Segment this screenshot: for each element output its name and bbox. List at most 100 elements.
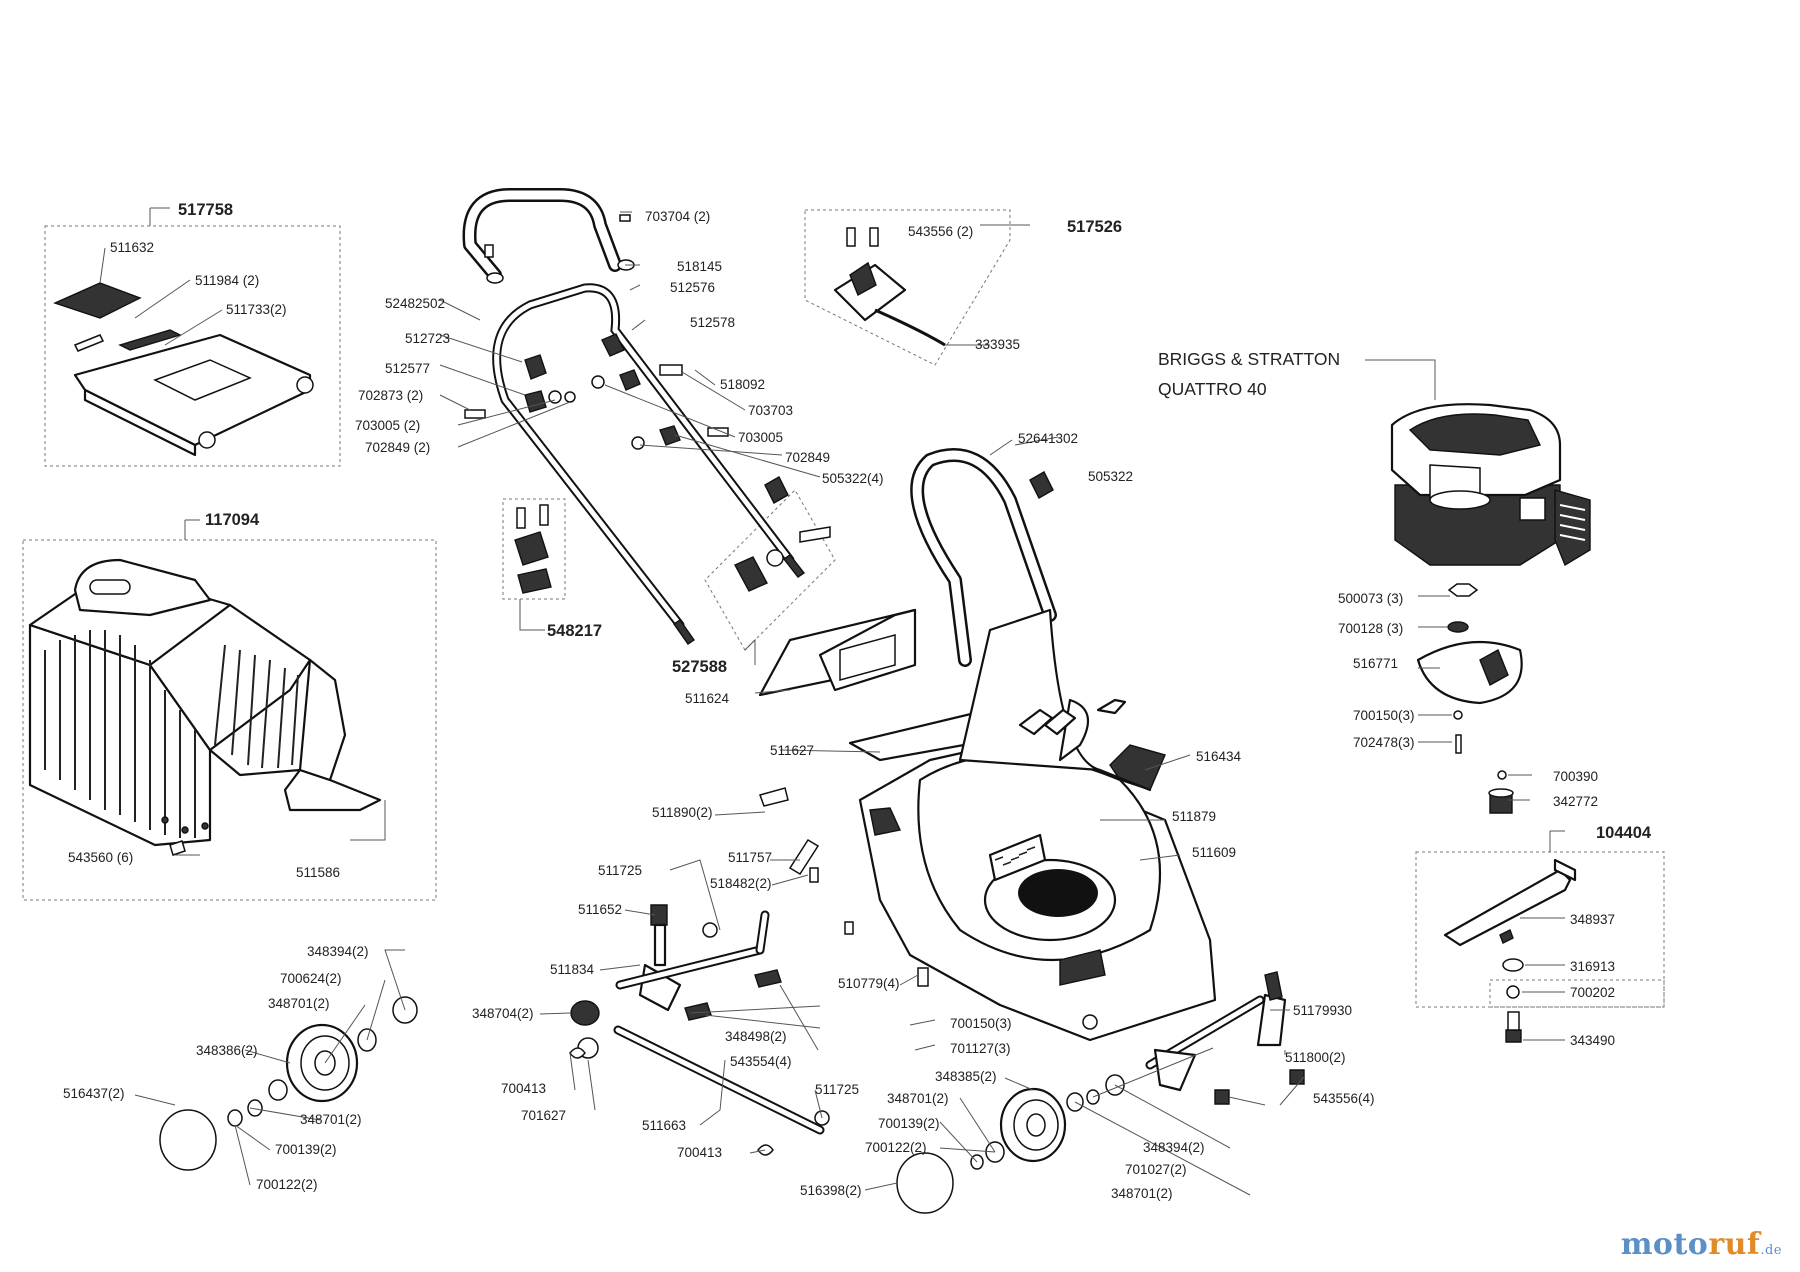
part-label: 511624 <box>685 691 730 706</box>
part-label: 543556(4) <box>1313 1091 1375 1106</box>
group-label-104404: 104404 <box>1596 824 1652 842</box>
watermark-part2: ruf <box>1708 1227 1761 1262</box>
wheel-misc <box>569 1000 774 1156</box>
part-label: 516434 <box>1196 749 1242 764</box>
part-label: 348701(2) <box>300 1112 362 1127</box>
part-label: 700413 <box>501 1081 546 1096</box>
part-label: 511879 <box>1172 809 1216 824</box>
part-label: 511984 (2) <box>195 273 259 288</box>
watermark-logo: motoruf.de <box>1621 1227 1782 1262</box>
part-label: 516771 <box>1353 656 1398 671</box>
part-label: 511890(2) <box>652 805 713 820</box>
catcher-cover <box>53 282 314 457</box>
mulch-plug <box>759 787 929 987</box>
part-label: 518482(2) <box>710 876 772 891</box>
part-label: 505322 <box>1088 469 1133 484</box>
part-label: 52641302 <box>1018 431 1078 446</box>
part-label: 511627 <box>770 743 814 758</box>
front-axle <box>1145 971 1305 1105</box>
engine <box>1390 403 1591 567</box>
part-label: 703704 (2) <box>645 209 710 224</box>
part-label: 511725 <box>815 1082 859 1097</box>
group-label-517526: 517526 <box>1067 218 1122 236</box>
part-label: 703005 (2) <box>355 418 420 433</box>
part-label: 348701(2) <box>268 996 330 1011</box>
part-label: 316913 <box>1570 959 1615 974</box>
part-label: 700150(3) <box>950 1016 1012 1031</box>
part-label: 505322(4) <box>822 471 884 486</box>
part-label: 511834 <box>550 962 595 977</box>
kit-548217 <box>514 504 552 594</box>
part-label: 511733(2) <box>226 302 287 317</box>
part-label: 703703 <box>748 403 793 418</box>
height-adjuster <box>615 904 782 1021</box>
part-label: 511663 <box>642 1118 686 1133</box>
part-label: 543560 (6) <box>68 850 133 865</box>
part-label: 518145 <box>677 259 722 274</box>
throttle-lever <box>833 227 946 347</box>
part-label: 700122(2) <box>865 1140 927 1155</box>
part-label: 702849 <box>785 450 830 465</box>
part-label: 700150(3) <box>1353 708 1415 723</box>
lower-handle <box>492 283 806 645</box>
part-label: 333935 <box>975 337 1020 352</box>
part-label: 701627 <box>521 1108 566 1123</box>
part-label: 512723 <box>405 331 450 346</box>
part-label: 348498(2) <box>725 1029 787 1044</box>
part-label: 510779(4) <box>838 976 900 991</box>
part-label: 701027(2) <box>1125 1162 1187 1177</box>
part-label: 700122(2) <box>256 1177 318 1192</box>
part-label: 702478(3) <box>1353 735 1415 750</box>
upper-handle <box>462 188 635 284</box>
part-label: 700139(2) <box>878 1116 940 1131</box>
part-label: 511725 <box>598 863 642 878</box>
part-label: 511632 <box>110 240 154 255</box>
part-label: 500073 (3) <box>1338 591 1403 606</box>
group-label-517758: 517758 <box>178 201 233 219</box>
group-label-117094: 117094 <box>205 511 260 529</box>
part-label: 511757 <box>728 850 772 865</box>
engine-fasteners <box>1416 583 1523 814</box>
part-label: 702873 (2) <box>358 388 423 403</box>
part-label: 700202 <box>1570 985 1615 1000</box>
engine-label-line2: QUATTRO 40 <box>1158 379 1267 399</box>
front-wheel <box>896 1074 1125 1214</box>
part-label: 342772 <box>1553 794 1598 809</box>
part-label: 543554(4) <box>730 1054 792 1069</box>
part-label: 702849 (2) <box>365 440 430 455</box>
part-label: 512578 <box>690 315 735 330</box>
part-label: 512577 <box>385 361 430 376</box>
engine-label-line1: BRIGGS & STRATTON <box>1158 349 1340 369</box>
part-label: 512576 <box>670 280 715 295</box>
rear-handle <box>910 448 1057 667</box>
part-label: 511652 <box>578 902 622 917</box>
grass-catcher <box>28 558 382 856</box>
part-label: 516437(2) <box>63 1086 125 1101</box>
part-label: 511800(2) <box>1285 1050 1346 1065</box>
part-label: 516398(2) <box>800 1183 862 1198</box>
leader-lines <box>99 207 1565 1196</box>
deck-front-plate <box>758 608 1166 791</box>
engine-label: BRIGGS & STRATTON QUATTRO 40 <box>1158 349 1340 399</box>
part-label: 348394(2) <box>307 944 369 959</box>
group-labels: 517758 117094 548217 527588 517526 10440… <box>178 201 1652 842</box>
group-label-527588: 527588 <box>672 658 727 676</box>
group-boxes <box>22 209 1665 1008</box>
part-label: 700128 (3) <box>1338 621 1403 636</box>
part-label: 348704(2) <box>472 1006 534 1021</box>
part-label: 700139(2) <box>275 1142 337 1157</box>
part-label: 343490 <box>1570 1033 1615 1048</box>
part-label: 700413 <box>677 1145 722 1160</box>
part-label: 703005 <box>738 430 783 445</box>
mower-deck <box>858 608 1217 1042</box>
part-label: 518092 <box>720 377 765 392</box>
watermark-tld: .de <box>1760 1243 1782 1258</box>
blade <box>1443 858 1577 1043</box>
part-label: 348385(2) <box>935 1069 997 1084</box>
part-label: 348937 <box>1570 912 1615 927</box>
part-label: 511609 <box>1192 845 1236 860</box>
part-label: 51179930 <box>1293 1003 1352 1018</box>
part-label: 701127(3) <box>950 1041 1011 1056</box>
part-label: 700390 <box>1553 769 1598 784</box>
